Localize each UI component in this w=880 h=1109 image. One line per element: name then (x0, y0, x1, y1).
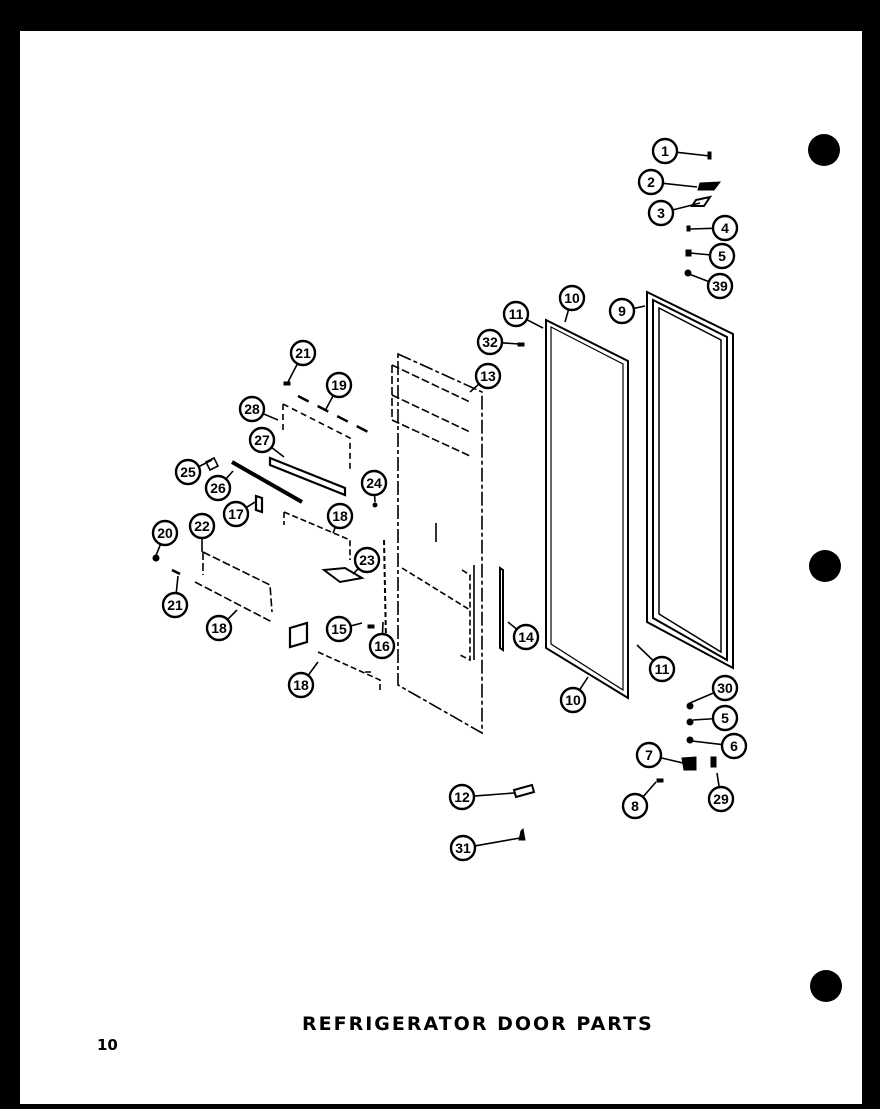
shelf-assemblies (171, 394, 387, 690)
part-callout-25: 25 (174, 458, 213, 486)
callout-number: 18 (211, 620, 227, 636)
callout-number: 2 (647, 174, 655, 190)
punch-hole (809, 550, 841, 582)
callout-number: 10 (565, 692, 581, 708)
part-callout-10: 10 (559, 676, 589, 714)
part-callout-2: 2 (637, 168, 698, 196)
diagram-title: REFRIGERATOR DOOR PARTS (302, 1013, 654, 1035)
part-callout-20: 20 (151, 519, 179, 559)
callout-number: 18 (332, 508, 348, 524)
part-callout-9: 9 (608, 297, 646, 325)
part-callout-10: 10 (558, 284, 586, 323)
inner-door-panel (391, 352, 483, 735)
part-callout-17: 17 (222, 500, 256, 528)
part-callout-28: 28 (238, 395, 279, 423)
callout-number: 11 (509, 306, 524, 322)
callout-number: 26 (210, 480, 226, 496)
punch-hole (808, 134, 840, 166)
part-callout-8: 8 (621, 781, 657, 820)
callout-number: 18 (293, 677, 309, 693)
callout-number: 14 (518, 629, 534, 645)
scan-border-bottom (0, 1104, 880, 1109)
callout-number: 12 (454, 789, 470, 805)
part-callout-13: 13 (469, 362, 502, 393)
callout-number: 6 (730, 738, 738, 754)
callout-number: 11 (655, 661, 670, 677)
door-trim-strip (499, 566, 504, 652)
callout-number: 20 (157, 525, 173, 541)
callout-number: 9 (618, 303, 626, 319)
callout-number: 5 (718, 248, 726, 264)
part-callout-31: 31 (449, 834, 521, 862)
callout-number: 32 (482, 334, 498, 350)
part-callout-21: 21 (286, 339, 317, 385)
part-callout-15: 15 (325, 615, 363, 643)
part-callout-6: 6 (691, 732, 748, 760)
callout-number: 29 (713, 791, 729, 807)
part-callout-30: 30 (689, 674, 739, 704)
punch-hole (810, 970, 842, 1002)
callout-number: 30 (717, 680, 733, 696)
hardware-bits (152, 151, 722, 841)
part-callout-22: 22 (188, 512, 216, 552)
part-callout-7: 7 (635, 741, 684, 769)
callout-number: 31 (455, 840, 471, 856)
part-callout-27: 27 (248, 426, 285, 458)
callout-number: 10 (564, 290, 580, 306)
page-number: 10 (97, 1036, 118, 1054)
part-callout-12: 12 (448, 783, 515, 811)
callout-number: 21 (167, 597, 183, 613)
callout-number: 27 (254, 432, 270, 448)
part-callout-32: 32 (476, 328, 520, 356)
callout-number: 25 (180, 464, 196, 480)
part-callout-14: 14 (507, 621, 540, 651)
callout-number: 39 (712, 278, 728, 294)
callout-number: 28 (244, 401, 260, 417)
part-callout-4: 4 (689, 214, 739, 242)
part-callout-5: 5 (692, 704, 739, 732)
part-callout-18: 18 (287, 661, 319, 699)
part-callout-18: 18 (326, 502, 354, 534)
part-callout-11: 11 (502, 300, 544, 329)
part-callout-24: 24 (360, 469, 388, 503)
callout-number: 22 (194, 518, 210, 534)
part-callout-19: 19 (325, 371, 353, 410)
part-callout-21: 21 (161, 575, 189, 619)
callout-number: 15 (331, 621, 347, 637)
callout-number: 23 (359, 552, 375, 568)
callout-number: 3 (657, 205, 665, 221)
callout-number: 17 (228, 506, 244, 522)
part-callout-3: 3 (647, 199, 701, 227)
callout-number: 8 (631, 798, 639, 814)
callout-number: 7 (645, 747, 653, 763)
part-callout-5: 5 (689, 242, 736, 270)
part-callout-11: 11 (636, 644, 676, 683)
callout-number: 21 (295, 345, 311, 361)
part-callout-29: 29 (707, 772, 735, 813)
callout-number: 16 (374, 638, 390, 654)
part-callout-39: 39 (688, 272, 734, 300)
scan-border-right (862, 0, 880, 1109)
part-callout-1: 1 (651, 137, 711, 165)
callout-number: 24 (366, 475, 382, 491)
door-liner (545, 318, 629, 700)
door-gasket (646, 290, 734, 670)
callout-number: 19 (331, 377, 347, 393)
callout-number: 4 (721, 220, 729, 236)
part-callout-23: 23 (352, 546, 381, 575)
callout-number: 5 (721, 710, 729, 726)
callout-number: 1 (661, 143, 669, 159)
punch-holes (808, 134, 842, 1002)
callout-number: 13 (480, 368, 496, 384)
part-callout-16: 16 (368, 621, 396, 660)
part-callout-26: 26 (204, 470, 234, 502)
part-callout-18: 18 (205, 609, 238, 642)
